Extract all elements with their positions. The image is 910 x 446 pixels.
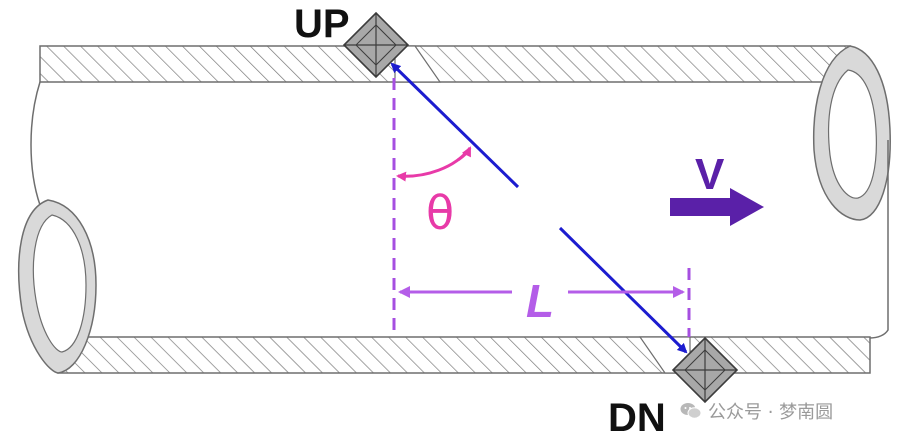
length-label: L [526, 275, 555, 327]
downstream-transducer-label: DN [608, 396, 666, 440]
angle-arc [396, 147, 472, 182]
downstream-transducer [671, 336, 739, 404]
flow-arrow-icon [670, 188, 764, 226]
velocity-label: V [695, 150, 725, 199]
angle-arc-start [457, 146, 472, 162]
watermark-text: 公众号 · 梦南圆 [708, 402, 834, 423]
upstream-transducer [342, 11, 410, 79]
pipe-top-wall [39, 45, 851, 83]
pipe-left-end [18, 199, 97, 374]
angle-label: θ [426, 186, 455, 240]
watermark: 公众号 · 梦南圆 [680, 398, 833, 424]
pipe-outline-left [30, 81, 41, 206]
pipe [18, 45, 891, 374]
signal-path-upstream [390, 62, 520, 189]
upstream-transducer-label: UP [294, 2, 350, 46]
wechat-icon [680, 403, 702, 419]
signal-path-downstream [558, 226, 688, 354]
pipe-bottom-wall [57, 336, 871, 374]
pipe-right-end [812, 45, 891, 339]
